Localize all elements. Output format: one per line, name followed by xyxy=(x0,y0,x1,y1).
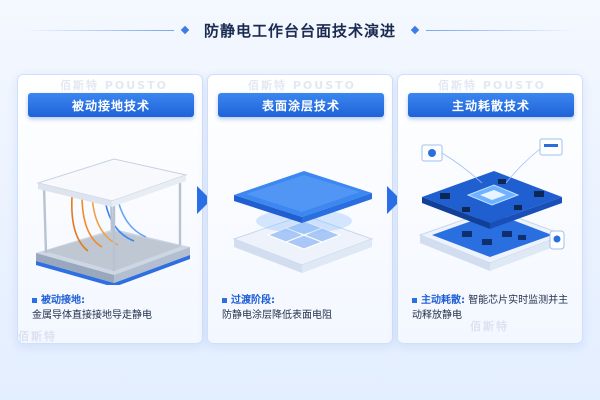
watermark: 佰斯特 POUSTO xyxy=(248,79,356,92)
stage-card-passive-grounding: 佰斯特 POUSTO 被动接地技术 xyxy=(17,74,203,344)
stage-text: 防静电涂层降低表面电阻 xyxy=(222,310,332,321)
page-title: 防静电工作台台面技术演进 xyxy=(203,21,396,40)
watermark: 佰斯特 xyxy=(470,320,509,333)
smart-chip-board-icon xyxy=(418,138,566,271)
watermark: 佰斯特 POUSTO xyxy=(60,79,168,92)
watermark: 佰斯特 POUSTO xyxy=(438,79,546,92)
stage-heading: 被动接地技术 xyxy=(71,98,150,113)
title-row: 防静电工作台台面技术演进 xyxy=(0,18,600,42)
stage-card-surface-coating: 佰斯特 POUSTO 表面涂层技术 过渡阶段: xyxy=(207,74,393,344)
stage-text: 金属导体直接接地导走静电 xyxy=(32,310,152,321)
stage-key: 过渡阶段: xyxy=(231,295,275,306)
bullet-icon xyxy=(412,297,417,303)
stage-heading-bar: 主动耗散技术 xyxy=(408,93,574,117)
title-divider-left xyxy=(23,29,174,31)
stage-heading-bar: 被动接地技术 xyxy=(28,93,194,117)
stage-heading: 主动耗散技术 xyxy=(451,98,530,113)
stage-heading: 表面涂层技术 xyxy=(261,98,340,113)
watermark: 佰斯特 xyxy=(18,330,57,343)
diamond-icon xyxy=(180,25,190,35)
arrow-right-icon xyxy=(387,186,401,214)
stage-key: 主动耗散: xyxy=(421,295,465,306)
arrow-right-icon xyxy=(197,186,211,214)
stage-card-active-dissipation: 佰斯特 POUSTO 主动耗散技术 xyxy=(397,74,583,344)
stage-text: 智能芯片实时监测并主动释放静电 xyxy=(412,295,569,321)
stage-key: 被动接地: xyxy=(41,295,85,306)
stage-description: 过渡阶段: 防静电涂层降低表面电阻 xyxy=(222,293,388,323)
diamond-icon xyxy=(410,25,420,35)
stage-description: 主动耗散: 智能芯片实时监测并主动释放静电 xyxy=(412,293,578,323)
grounded-workbench-icon xyxy=(36,158,190,285)
stage-description: 被动接地: 金属导体直接接地导走静电 xyxy=(32,293,198,323)
stage-heading-bar: 表面涂层技术 xyxy=(218,93,384,117)
title-divider-right xyxy=(426,29,576,31)
coated-surface-icon xyxy=(232,171,374,273)
bullet-icon xyxy=(222,297,227,303)
bullet-icon xyxy=(32,297,37,303)
